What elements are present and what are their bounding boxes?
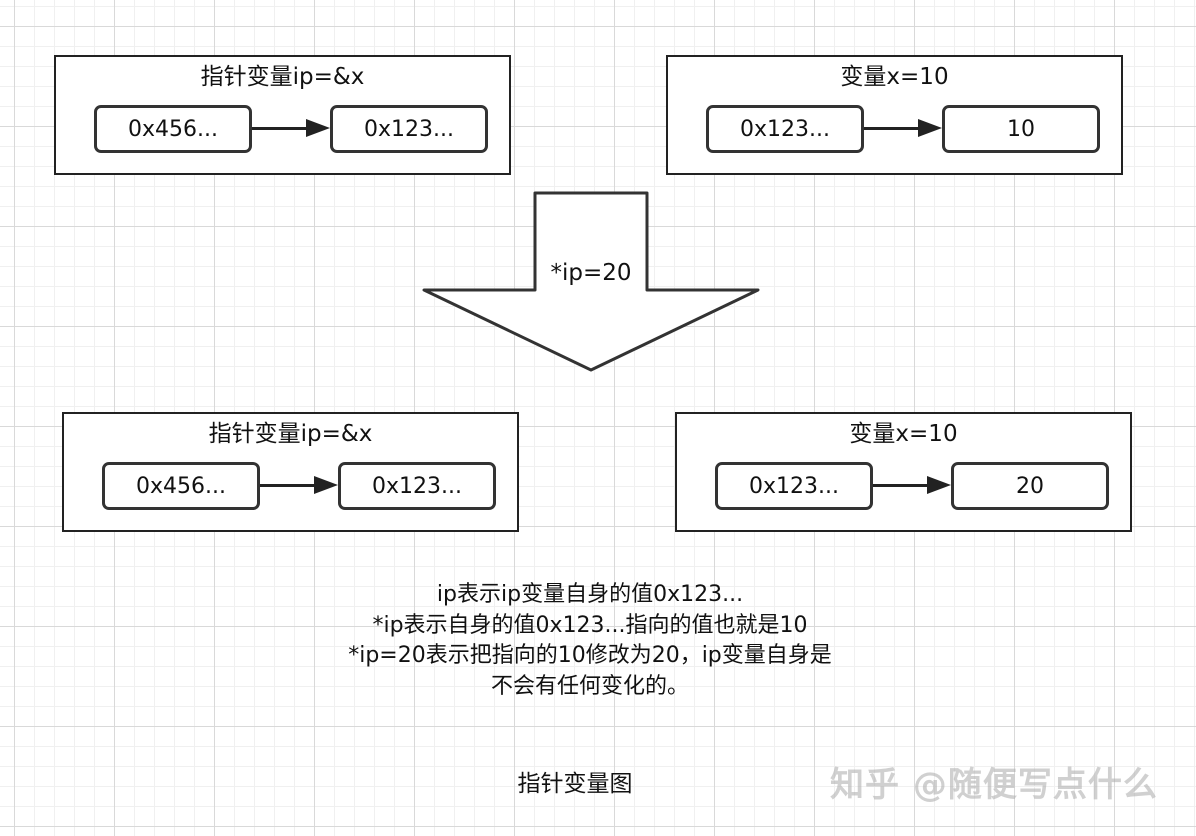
explanation-line: ip表示ip变量自身的值0x123... (436, 582, 744, 607)
variable-value-cell: 10 (942, 105, 1100, 153)
pointer-variable-box-before: 指针变量ip=&x 0x456... 0x123... (54, 55, 511, 175)
pointer-value-cell: 0x123... (338, 462, 496, 510)
variable-x-title: 变量x=10 (849, 421, 958, 447)
zhihu-watermark: 知乎 @随便写点什么 (830, 765, 1158, 805)
pointer-address-cell: 0x456... (94, 105, 252, 153)
pointer-variable-box-after: 指针变量ip=&x 0x456... 0x123... (62, 412, 519, 532)
pointer-variable-title: 指针变量ip=&x (200, 64, 365, 90)
pointer-connector-arrowhead (314, 476, 338, 494)
transition-down-arrow (422, 191, 760, 372)
explanation-line: *ip=20表示把指向的10修改为20，ip变量自身是 (348, 643, 832, 668)
variable-connector-arrowhead (918, 119, 942, 137)
variable-x-box-after: 变量x=10 0x123... 20 (675, 412, 1132, 532)
variable-x-box-before: 变量x=10 0x123... 10 (666, 55, 1123, 175)
variable-connector-line (864, 127, 918, 130)
pointer-connector-arrowhead (306, 119, 330, 137)
arrow-label: *ip=20 (550, 260, 632, 286)
variable-connector-line (873, 484, 927, 487)
variable-address-cell: 0x123... (715, 462, 873, 510)
explanation-line: 不会有任何变化的。 (490, 673, 689, 699)
pointer-variable-title: 指针变量ip=&x (208, 421, 373, 447)
explanation-line: *ip表示自身的值0x123...指向的值也就是10 (372, 612, 808, 638)
explanation-text: ip表示ip变量自身的值0x123... *ip表示自身的值0x123...指向… (240, 580, 940, 702)
pointer-connector-line (252, 127, 306, 130)
pointer-address-cell: 0x456... (102, 462, 260, 510)
variable-value-cell: 20 (951, 462, 1109, 510)
variable-x-title: 变量x=10 (840, 64, 949, 90)
variable-connector-arrowhead (927, 476, 951, 494)
diagram-caption: 指针变量图 (517, 771, 633, 797)
pointer-value-cell: 0x123... (330, 105, 488, 153)
variable-address-cell: 0x123... (706, 105, 864, 153)
pointer-connector-line (260, 484, 314, 487)
